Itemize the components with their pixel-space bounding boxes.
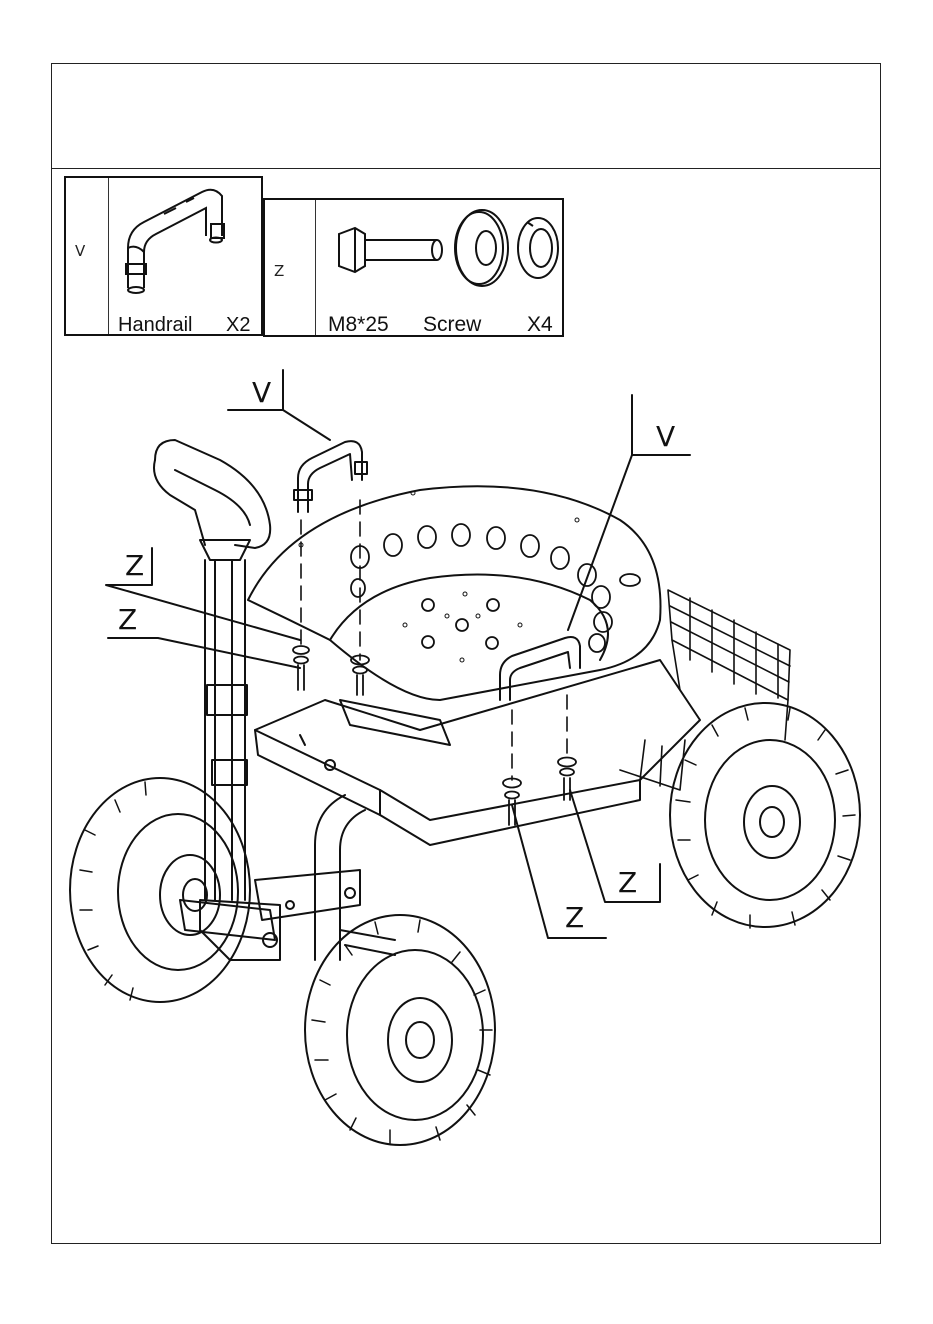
wheel-rear-left (70, 778, 250, 1002)
callout-z-upper-left: Z (125, 549, 144, 582)
callout-z-right-upper: Z (618, 866, 637, 899)
wheel-right (670, 703, 860, 928)
callout-z-right-lower: Z (565, 901, 584, 934)
callout-z-lower-left: Z (118, 603, 137, 636)
handrail-seat (500, 637, 580, 700)
center-post (315, 795, 365, 960)
wheel-front-left (305, 915, 495, 1145)
callout-v-left: V (252, 376, 271, 409)
leader-v-left (228, 370, 330, 440)
seat (248, 486, 661, 700)
callout-v-right: V (656, 420, 675, 453)
leader-z-right-upper (570, 790, 660, 902)
wire-basket (620, 590, 790, 790)
steering-handle (154, 440, 280, 960)
